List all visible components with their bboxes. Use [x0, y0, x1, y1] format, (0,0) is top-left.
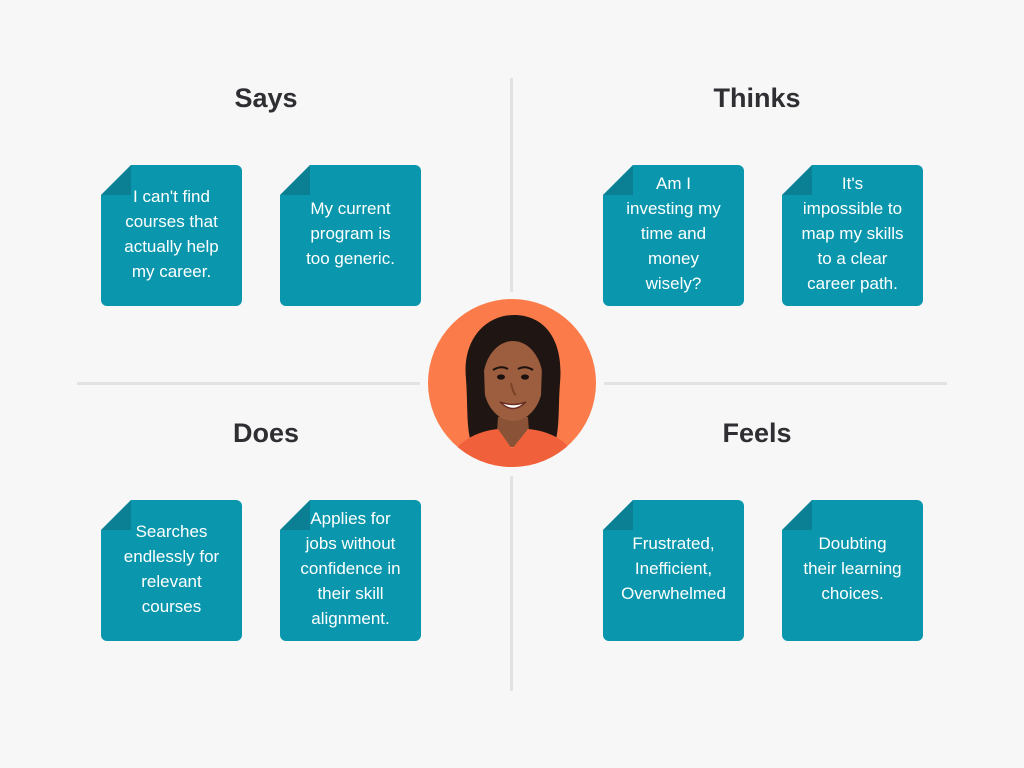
- feels-note-1: Frustrated, Inefficient, Overwhelmed: [603, 500, 744, 641]
- feels-note-2: Doubting their learning choices.: [782, 500, 923, 641]
- says-heading: Says: [234, 83, 298, 113]
- does-note-2: Applies for jobs without confidence in t…: [280, 500, 421, 641]
- persona-portrait-icon: [446, 315, 580, 467]
- does-note-2-text: Applies for jobs without confidence in t…: [300, 509, 401, 628]
- says-note-2-text: My current program is too generic.: [306, 199, 395, 268]
- horizontal-divider-left: [77, 382, 420, 385]
- thinks-note-2-text: It's impossible to map my skills to a cl…: [801, 174, 904, 293]
- feels-note-2-text: Doubting their learning choices.: [803, 534, 902, 603]
- thinks-note-1: Am I investing my time and money wisely?: [603, 165, 744, 306]
- says-note-1: I can't find courses that actually help …: [101, 165, 242, 306]
- horizontal-divider-right: [604, 382, 947, 385]
- thinks-heading: Thinks: [713, 83, 801, 113]
- thinks-note-1-text: Am I investing my time and money wisely?: [626, 174, 721, 293]
- says-note-1-text: I can't find courses that actually help …: [124, 186, 219, 281]
- thinks-note-2: It's impossible to map my skills to a cl…: [782, 165, 923, 306]
- vertical-divider-top: [510, 78, 513, 292]
- note-fold: [280, 165, 310, 195]
- says-note-2: My current program is too generic.: [280, 165, 421, 306]
- vertical-divider-bottom: [510, 476, 513, 691]
- does-note-1-text: Searches endlessly for relevant courses: [123, 521, 220, 616]
- note-fold: [782, 500, 812, 530]
- feels-note-1-text: Frustrated, Inefficient, Overwhelmed: [621, 534, 726, 603]
- persona-avatar: [428, 299, 596, 467]
- does-heading: Does: [232, 418, 300, 448]
- note-fold: [603, 500, 633, 530]
- feels-heading: Feels: [722, 418, 792, 448]
- does-note-1: Searches endlessly for relevant courses: [101, 500, 242, 641]
